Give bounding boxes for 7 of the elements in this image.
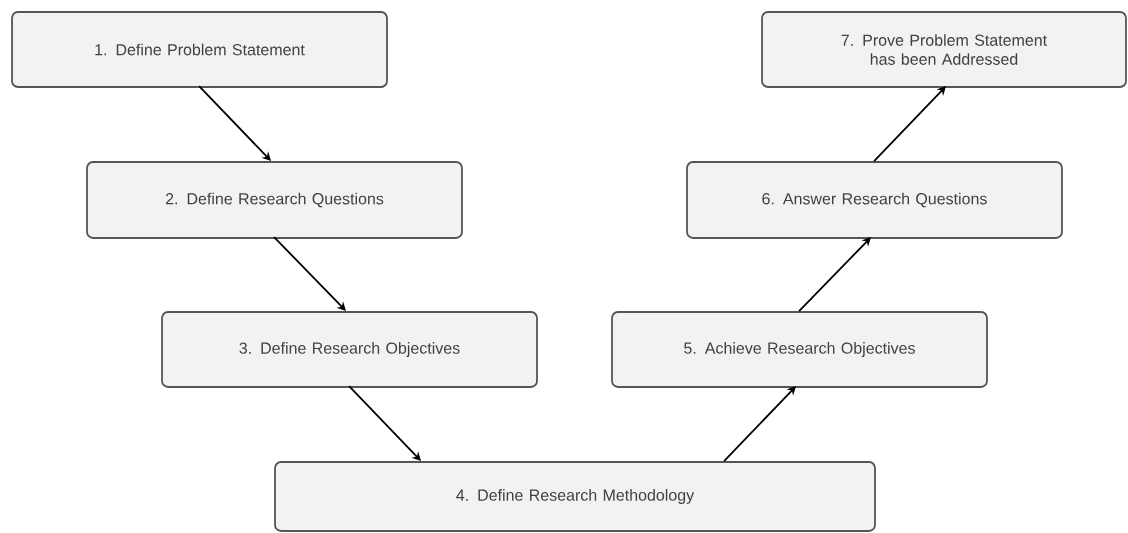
process-box: 7. Prove Problem Statement has been Addressed [761,11,1127,88]
process-box: 1. Define Problem Statement [11,11,388,88]
process-box: 2. Define Research Questions [86,161,463,239]
process-box: 5. Achieve Research Objectives [611,311,988,388]
process-box: 3. Define Research Objectives [161,311,538,388]
process-box: 4. Define Research Methodology [274,461,876,532]
process-box: 6. Answer Research Questions [686,161,1063,239]
